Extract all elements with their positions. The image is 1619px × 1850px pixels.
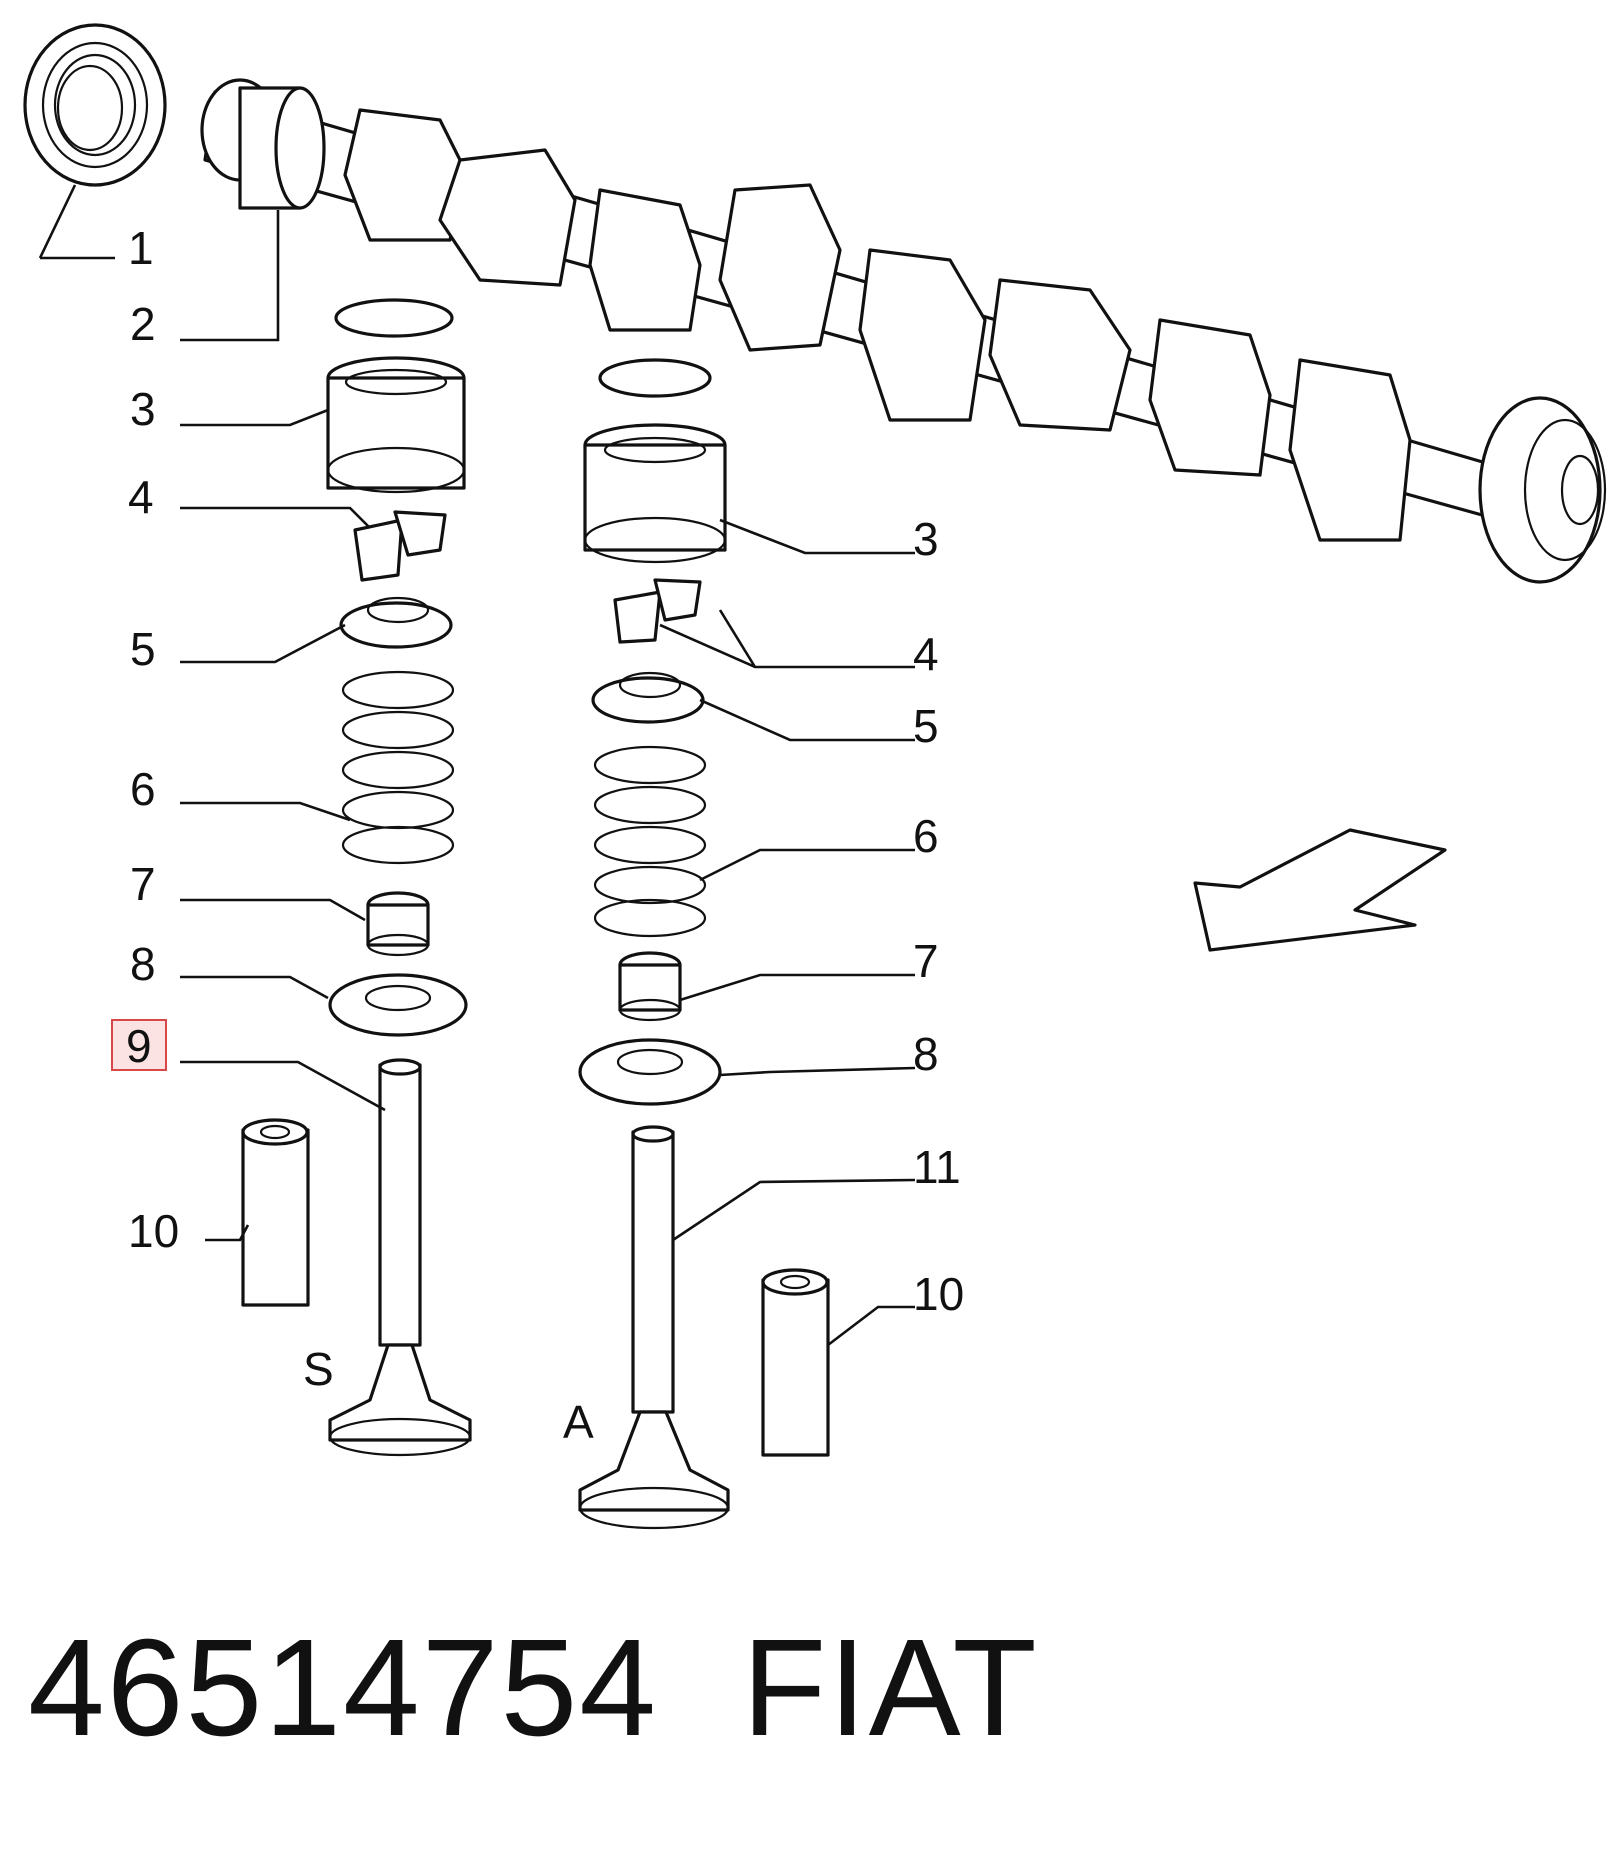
label-right-8: 8 <box>913 1028 939 1080</box>
camshaft-part <box>200 78 1607 584</box>
label-right-5: 5 <box>913 700 939 752</box>
label-8: 8 <box>130 938 156 990</box>
brand-name: FIAT <box>742 1611 1039 1765</box>
label-5: 5 <box>130 623 156 675</box>
oil-seal-part <box>23 23 167 187</box>
label-right-11: 11 <box>913 1141 961 1193</box>
label-7: 7 <box>130 858 156 910</box>
left-valve-assembly <box>241 298 472 1457</box>
label-right-4: 4 <box>913 628 939 680</box>
label-6: 6 <box>130 763 156 815</box>
left-labels: 1 2 3 4 5 6 7 8 9 10 <box>126 222 179 1257</box>
label-1: 1 <box>128 222 154 274</box>
valve-label-a: A <box>563 1396 594 1448</box>
label-10: 10 <box>128 1205 179 1257</box>
label-2: 2 <box>130 298 156 350</box>
right-valve-assembly <box>578 358 830 1530</box>
label-right-10: 10 <box>913 1268 964 1320</box>
label-3: 3 <box>130 383 156 435</box>
leader-lines <box>38 184 916 1347</box>
right-labels: 3 4 5 6 7 8 11 10 <box>913 513 964 1320</box>
label-9: 9 <box>126 1020 152 1072</box>
direction-arrow-icon <box>1193 828 1447 952</box>
label-right-7: 7 <box>913 935 939 987</box>
highlight-box <box>111 1019 167 1071</box>
label-4: 4 <box>128 471 154 523</box>
valve-label-s: S <box>303 1343 334 1395</box>
label-right-3: 3 <box>913 513 939 565</box>
label-right-6: 6 <box>913 810 939 862</box>
part-number: 46514754 <box>28 1611 658 1765</box>
